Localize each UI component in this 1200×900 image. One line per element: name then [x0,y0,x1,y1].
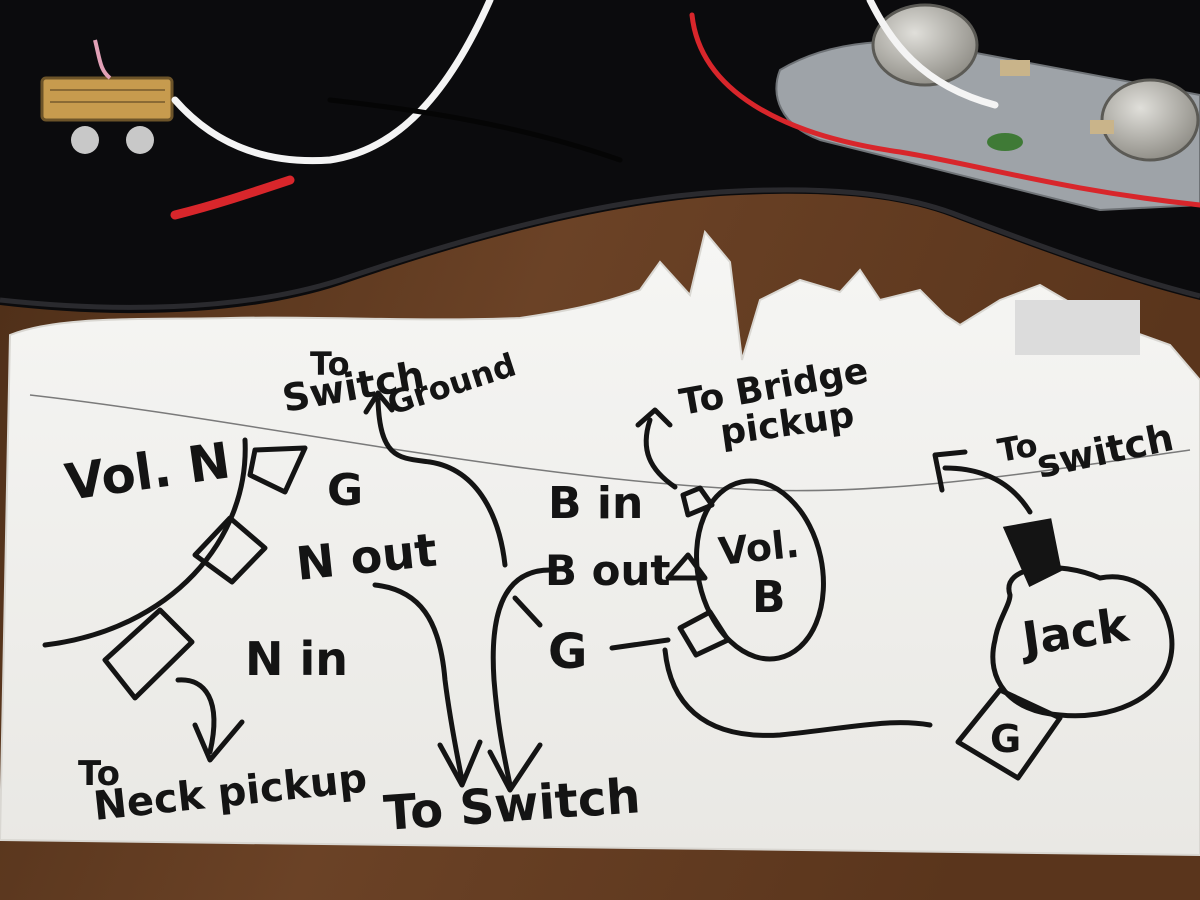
g-right-tick [512,595,543,628]
b-in-label: B in [548,478,643,529]
paper-sheet [0,229,1200,857]
black-wire [327,97,623,163]
bridge-arrow-path [643,417,678,490]
paper-fold-line [29,394,1191,492]
capacitor [987,133,1023,151]
b-out-arrow-path [490,567,553,788]
g-to-vol-b-line [609,637,671,651]
bridge-arrow-head [635,407,673,428]
to-neck-line1: To [78,754,120,794]
paper-printed-pattern [1015,300,1140,355]
pot-lug-2 [1090,120,1114,134]
vol-b-lug-bottom [677,609,731,658]
jack-ground-tab [955,687,1063,781]
n-out-arrow-head [437,739,483,788]
jack-g-label: G [990,717,1021,761]
white-wire-left [171,0,494,165]
to-switch-right-line1: To [995,426,1041,470]
jack-arrow-head [932,449,968,493]
neck-arrow-head [192,719,245,763]
pot-lug-1 [1000,60,1030,76]
g-left-label: G [327,465,363,516]
g-right-label: G [548,624,587,680]
vol-b-label-line1: Vol. [716,522,801,574]
b-out-arrow-head [487,742,543,793]
switch-screw-2 [126,126,154,154]
jack-tip-tab [1002,518,1062,588]
volume-pot-left [871,3,979,87]
switch-screw-1 [71,126,99,154]
pickguard-edge-highlight [0,187,1200,310]
volume-pot-right [1100,78,1200,162]
red-wire-left [170,175,295,220]
neck-arrow-path [175,677,217,755]
vol-b-lug-top [680,485,715,518]
white-wire-right [866,0,999,109]
wire-pink [93,39,112,80]
ground-arrow-path [375,397,508,568]
ground-wire-to-jack [662,647,933,738]
b-out-label: B out [545,546,670,595]
vol-n-lug-middle [192,515,268,585]
ground-arrow-head [363,390,395,415]
vol-n-pot-arc [42,437,248,648]
vol-b-pot-outline [694,478,826,662]
vol-n-lug-bottom [102,607,195,701]
n-in-label: N in [245,632,348,686]
jack-arrow-path [942,465,1033,515]
to-switch-ground-line1: To [310,345,350,383]
n-out-arrow-path [372,582,465,783]
switch-body [40,76,174,122]
vol-b-lug-middle [665,552,708,581]
vol-b-label-line2: B [752,572,786,623]
vol-n-lug-top [247,445,308,495]
red-wire-main [689,12,1200,208]
jack-outline [990,565,1175,719]
